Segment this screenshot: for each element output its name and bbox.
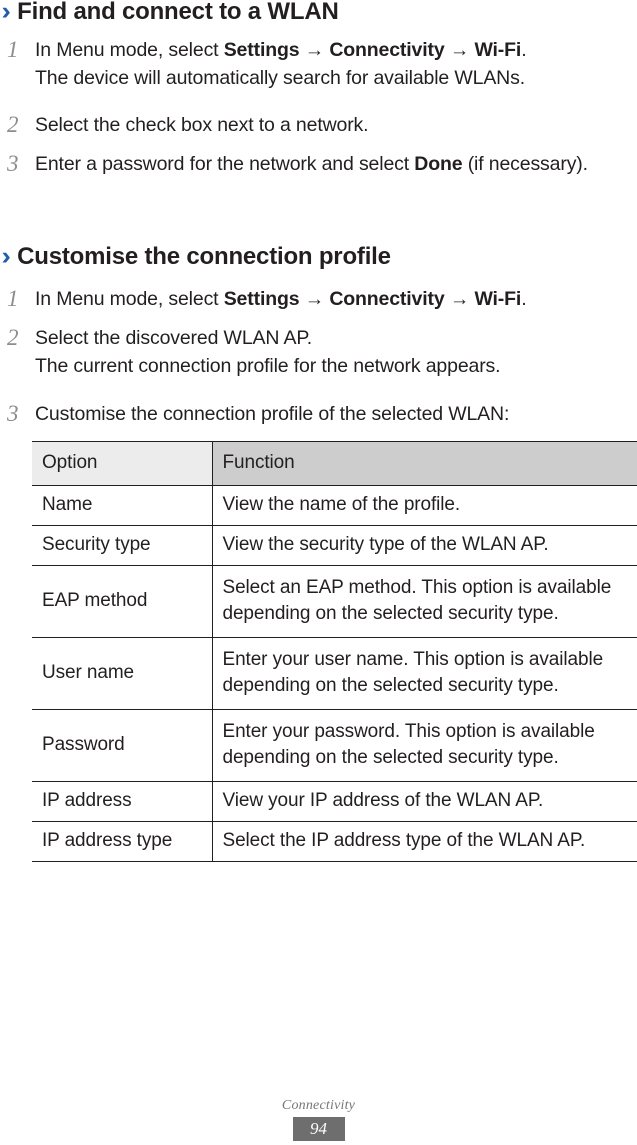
step-number: 1	[7, 37, 19, 62]
cell-function: View the name of the profile.	[212, 485, 637, 526]
step-text: Customise the connection profile of the …	[35, 400, 637, 428]
step-line: Enter a password for the network and sel…	[35, 153, 588, 175]
chevron-right-icon: ›	[1, 242, 11, 270]
footer-chapter-label: Connectivity	[281, 1098, 356, 1113]
cell-option: Name	[32, 485, 213, 526]
step-text: Select the discovered WLAN AP. The curre…	[35, 324, 637, 380]
cell-function: Select an EAP method. This option is ava…	[212, 565, 637, 638]
step-text: In Menu mode, select Settings → Connecti…	[35, 36, 637, 92]
page-number-badge: 94	[292, 1117, 345, 1141]
step-text: Select the check box next to a network.	[35, 111, 637, 139]
section-heading-find-wlan: › Find and connect to a WLAN	[1, 0, 339, 26]
step-number: 3	[7, 401, 19, 426]
table-row: Security type View the security type of …	[32, 525, 637, 566]
table-row: User name Enter your user name. This opt…	[32, 637, 637, 710]
cell-option: User name	[32, 637, 213, 710]
column-header-function: Function	[212, 441, 637, 486]
list-item: 2 Select the check box next to a network…	[4, 111, 637, 139]
cell-option: IP address	[32, 781, 213, 822]
step-number: 2	[7, 112, 19, 137]
list-item: 1 In Menu mode, select Settings → Connec…	[4, 36, 637, 92]
step-line: The device will automatically search for…	[35, 67, 525, 89]
step-line: In Menu mode, select Settings → Connecti…	[35, 39, 527, 61]
section-heading-text: Customise the connection profile	[17, 243, 391, 270]
section-heading-text: Find and connect to a WLAN	[17, 0, 339, 25]
list-item: 3 Enter a password for the network and s…	[4, 150, 637, 178]
chevron-right-icon: ›	[1, 0, 11, 25]
table-row: Name View the name of the profile.	[32, 485, 637, 526]
table-body: Name View the name of the profile. Secur…	[32, 485, 637, 862]
step-number: 1	[7, 286, 19, 311]
cell-option: Security type	[32, 525, 213, 566]
cell-function: Select the IP address type of the WLAN A…	[212, 821, 637, 862]
step-text: Enter a password for the network and sel…	[35, 150, 637, 178]
step-line: In Menu mode, select Settings → Connecti…	[35, 288, 527, 310]
step-number: 2	[7, 325, 19, 350]
cell-option: IP address type	[32, 821, 213, 862]
table-row: IP address type Select the IP address ty…	[32, 821, 637, 862]
cell-option: Password	[32, 709, 213, 782]
table-row: EAP method Select an EAP method. This op…	[32, 565, 637, 638]
cell-function: View your IP address of the WLAN AP.	[212, 781, 637, 822]
page-footer: Connectivity 94	[0, 1098, 637, 1141]
step-line: Select the check box next to a network.	[35, 114, 369, 136]
column-header-option: Option	[32, 441, 213, 486]
cell-function: View the security type of the WLAN AP.	[212, 525, 637, 566]
section-heading-customise-profile: › Customise the connection profile	[1, 242, 391, 271]
wlan-profile-options-table: Option Function Name View the name of th…	[32, 441, 637, 862]
table-row: Password Enter your password. This optio…	[32, 709, 637, 782]
step-line: Select the discovered WLAN AP.	[35, 327, 312, 349]
step-line: Customise the connection profile of the …	[35, 403, 510, 425]
step-text: In Menu mode, select Settings → Connecti…	[35, 285, 637, 313]
cell-function: Enter your password. This option is avai…	[212, 709, 637, 782]
table-row: IP address View your IP address of the W…	[32, 781, 637, 822]
list-item: 1 In Menu mode, select Settings → Connec…	[4, 285, 637, 313]
cell-function: Enter your user name. This option is ava…	[212, 637, 637, 710]
step-number: 3	[7, 151, 19, 176]
step-line: The current connection profile for the n…	[35, 355, 501, 377]
list-item: 2 Select the discovered WLAN AP. The cur…	[4, 324, 637, 380]
list-item: 3 Customise the connection profile of th…	[4, 400, 637, 428]
table-header-row: Option Function	[32, 441, 637, 486]
cell-option: EAP method	[32, 565, 213, 638]
